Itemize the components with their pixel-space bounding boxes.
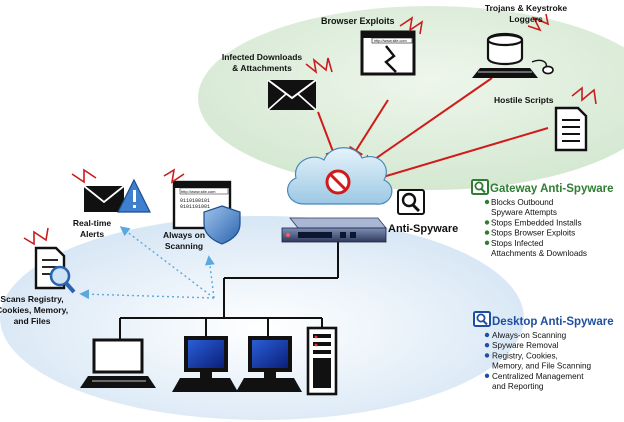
alert-zigzag-browser [399,16,424,35]
gateway-feature-item-1-line-2: Spyware Attempts [491,208,557,217]
gateway-feature-item-3-line-1: Stops Browser Exploits [491,229,575,238]
gateway-feature-item-4-line-2: Attachments & Downloads [491,249,587,258]
server-tower-icon [306,326,338,396]
realtime-alerts-icon [83,178,151,213]
desktop-feature-item-2-line-1: Spyware Removal [492,341,559,350]
label-realtime-line2: Alerts [80,229,104,239]
label-realtime-line1: Real-time [73,218,112,228]
desktop-computer-2-icon [236,336,302,392]
label-hostile-scripts: Hostile Scripts [494,95,554,105]
laptop-icon [80,338,156,388]
gateway-feature-bullet-3 [484,230,490,235]
gateway-appliance [281,217,387,243]
always-on-scanning-icon [172,180,241,245]
desktop-feature-item-4-line-1: Centralized Management [492,372,584,381]
hostile-scripts-icon [554,106,588,152]
label-registry-line1: Scans Registry, [0,294,63,304]
alert-zigzag-infected [305,57,333,74]
gateway-feature-bullet-2 [484,220,490,225]
desktop-computer-1-icon [172,336,238,392]
desktop-feature-item-1-line-1: Always-on Scanning [492,331,567,340]
label-trojans-line2: Loggers [509,14,543,24]
gateway-feature-item-1-line-1: Blocks Outbound [491,198,554,207]
infected-downloads-icon [267,79,317,111]
desktop-feature-item-4-line-2: and Reporting [492,382,544,391]
gateway-feature-item-2-line-1: Stops Embedded Installs [491,218,582,227]
block-icon [325,169,351,195]
alert-zigzag-scripts [571,86,597,105]
gateway-panel: Gateway Anti-Spyware Blocks OutboundSpyw… [471,179,614,258]
feature-dotted-lines [79,226,215,300]
scanning-url-text: http://www.site.com [181,189,216,194]
browser-url-text: http://www.site.com [374,39,407,43]
scanning-binary-line2: 0101101001 [180,204,210,210]
trojans-keyloggers-icon [472,32,554,78]
desktop-panel-title: Desktop Anti-Spyware [492,316,614,328]
network-lines [119,240,339,340]
scanning-binary-line1: 0110100101 [180,198,210,204]
gateway-label: Anti-Spyware [388,223,458,235]
registry-scan-icon [34,246,76,294]
desktop-feature-bullet-1 [484,332,490,338]
gateway-feature-item-4-line-1: Stops Infected [491,239,544,248]
gateway-feature-bullet-4 [484,240,490,245]
gateway-feature-bullet-1 [484,199,490,205]
label-browser-exploits: Browser Exploits [321,16,395,26]
label-registry-line2: Cookies, Memory, [0,305,68,315]
magnifier-logo-icon [397,189,425,215]
label-scanning-line2: Scanning [165,241,203,251]
desktop-feature-item-3-line-1: Registry, Cookies, [492,351,558,360]
desktop-feature-item-3-line-2: Memory, and File Scanning [492,362,591,371]
desktop-feature-bullet-2 [484,343,490,348]
alert-zigzag-realtime [71,168,97,184]
desktop-panel: Desktop Anti-Spyware Always-on ScanningS… [473,311,614,391]
label-infected-line2: & Attachments [232,63,292,73]
desktop-feature-bullet-3 [484,353,490,358]
label-scanning-line1: Always on [163,230,205,240]
alert-zigzag-trojans [527,13,550,32]
browser-exploits-icon [360,30,416,76]
label-infected-line1: Infected Downloads [222,52,303,62]
label-trojans-line1: Trojans & Keystroke [485,3,567,13]
gateway-panel-title: Gateway Anti-Spyware [490,183,614,195]
desktop-feature-bullet-4 [484,373,490,378]
label-registry-line3: and Files [14,316,51,326]
alert-zigzag-scanning [163,168,185,184]
alert-zigzag-registry [23,227,49,246]
